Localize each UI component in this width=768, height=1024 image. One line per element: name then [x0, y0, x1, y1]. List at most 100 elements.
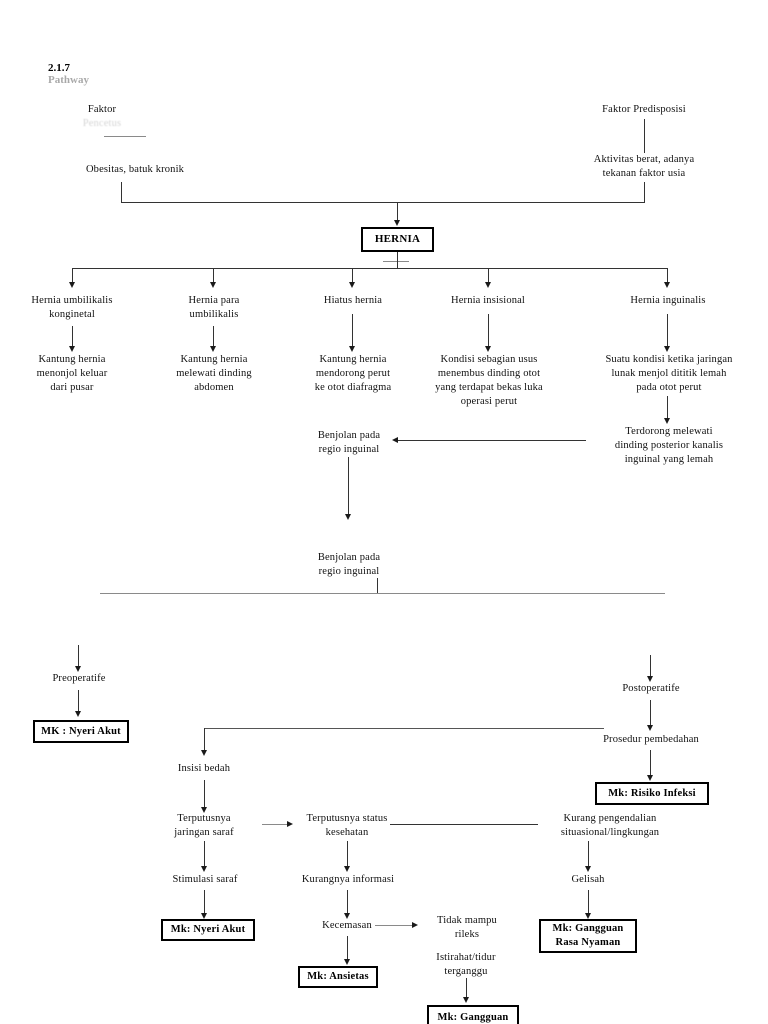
- arrowhead-pre-nyeri: [74, 711, 81, 717]
- connector-para-umbilikalis-down: [213, 326, 214, 348]
- connector-predisposisi-down: [644, 119, 645, 153]
- box-mk-gangguan-rasa-nyaman: Mk: Gangguan Rasa Nyaman: [539, 919, 637, 953]
- node-kantung-mendorong: Kantung hernia mendorong perut ke otot d…: [314, 354, 392, 393]
- node-hernia-insisional: Hernia insisional: [451, 295, 525, 306]
- connector-terdorong-to-benjolan: [398, 440, 586, 441]
- connector-postoperatife-down: [650, 655, 651, 679]
- node-kurang-pengendalian: Kurang pengendalian situasional/lingkung…: [560, 813, 660, 838]
- connector-informasi-to-kecemasan: [347, 890, 348, 916]
- box-mk-risiko-infeksi: Mk: Risiko Infeksi: [595, 782, 709, 805]
- arrowhead-hiatus-2: [348, 346, 355, 352]
- connector-post-to-prosedur: [650, 700, 651, 728]
- arrowhead-inguinalis-3: [663, 418, 670, 424]
- arrowhead-rasa-nyaman: [584, 913, 591, 919]
- arrowhead-postoperatife: [646, 676, 653, 682]
- arrowhead-nyeri-akut-post: [200, 913, 207, 919]
- arrowhead-ansietas: [343, 959, 350, 965]
- arrowhead-mk-gangguan: [462, 997, 469, 1003]
- connector-prosedur-to-insisi: [204, 728, 604, 729]
- arrowhead-benjolan-1: [392, 436, 398, 443]
- node-kantung-menonjol: Kantung hernia menonjol keluar dari pusa…: [36, 354, 108, 393]
- node-hiatus-hernia: Hiatus hernia: [323, 295, 383, 306]
- arrowhead-prosedur: [646, 725, 653, 731]
- arrowhead-status-kesehatan: [287, 820, 293, 827]
- node-hernia-umbilikalis: Hernia umbilikalis konginetal: [31, 295, 113, 320]
- connector-insisi-drop: [204, 728, 205, 752]
- node-prosedur-pembedahan: Prosedur pembedahan: [603, 734, 699, 745]
- arrowhead-benjolan-2: [344, 514, 351, 520]
- box-hernia: HERNIA: [361, 227, 434, 252]
- arrowhead-kecemasan: [343, 913, 350, 919]
- node-aktivitas-berat: Aktivitas berat, adanya tekanan faktor u…: [593, 154, 695, 179]
- connector-insisional-down: [488, 314, 489, 348]
- node-hernia-inguinalis: Hernia inguinalis: [630, 295, 706, 306]
- node-suatu-kondisi-jaringan: Suatu kondisi ketika jaringan lunak menj…: [605, 354, 733, 393]
- node-faktor-pencetus-clipped: Pencetus: [82, 118, 122, 129]
- arrowhead-kurangnya-informasi: [343, 866, 350, 872]
- arrowhead-umbilikalis: [68, 282, 75, 288]
- connector-branch-inguinalis: [667, 268, 668, 284]
- arrowhead-stimulasi-saraf: [200, 866, 207, 872]
- arrowhead-para-umbilikalis: [209, 282, 216, 288]
- connector-gelisah-to-nyaman: [588, 890, 589, 916]
- connector-jaringan-to-stimulasi: [204, 841, 205, 869]
- node-hernia-para-umbilikalis: Hernia para umbilikalis: [188, 295, 240, 320]
- node-gelisah: Gelisah: [571, 874, 605, 885]
- box-mk-ansietas: Mk: Ansietas: [298, 966, 378, 988]
- connector-factor-bus: [121, 202, 645, 203]
- connector-status-to-informasi: [347, 841, 348, 869]
- connector-preoperatife-down: [78, 645, 79, 669]
- connector-stimulasi-to-nyeri: [204, 890, 205, 916]
- connector-istirahat-to-gangguan: [466, 978, 467, 1000]
- arrowhead-para-umbilikalis-2: [209, 346, 216, 352]
- connector-pengendalian-to-gelisah: [588, 841, 589, 869]
- arrowhead-insisional: [484, 282, 491, 288]
- node-kantung-melewati: Kantung hernia melewati dinding abdomen: [176, 354, 252, 393]
- section-number: 2.1.7: [48, 62, 70, 74]
- arrowhead-umbilikalis-2: [68, 346, 75, 352]
- node-terputusnya-status-kesehatan: Terputusnya status kesehatan: [306, 813, 388, 838]
- connector-inguinalis-down: [667, 314, 668, 348]
- connector-kecemasan-to-rileks: [375, 925, 413, 926]
- node-postoperatife: Postoperatife: [622, 683, 680, 694]
- arrowhead-preoperatife: [74, 666, 81, 672]
- node-insisi-bedah: Insisi bedah: [177, 763, 231, 774]
- node-benjolan-2: Benjolan pada regio inguinal: [317, 552, 381, 577]
- connector-bus-to-hernia: [397, 202, 398, 223]
- arrowhead-tidak-mampu-rileks: [412, 921, 418, 928]
- arrowhead-inguinalis: [663, 282, 670, 288]
- connector-hernia-stub: [383, 261, 409, 262]
- connector-inguinalis-down-3: [667, 396, 668, 420]
- connector-insisi-to-jaringan: [204, 780, 205, 810]
- node-kondisi-sebagian-usus: Kondisi sebagian usus menembus dinding o…: [435, 354, 543, 407]
- node-stimulasi-saraf: Stimulasi saraf: [172, 874, 238, 885]
- connector-kecemasan-to-ansietas: [347, 936, 348, 962]
- arrowhead-insisional-2: [484, 346, 491, 352]
- node-terdorong-melewati: Terdorong melewati dinding posterior kan…: [614, 426, 724, 465]
- node-obesitas-batuk-kronik: Obesitas, batuk kronik: [85, 164, 185, 175]
- connector-types-bus: [72, 268, 668, 269]
- node-preoperatife: Preoperatife: [52, 673, 106, 684]
- connector-status-to-pengendalian: [390, 824, 538, 825]
- arrowhead-hiatus: [348, 282, 355, 288]
- box-mk-nyeri-akut-post: Mk: Nyeri Akut: [161, 919, 255, 941]
- connector-operative-bus: [100, 593, 665, 594]
- arrowhead-insisi-bedah: [200, 750, 207, 756]
- connector-jaringan-to-status: [262, 824, 288, 825]
- arrowhead-gelisah: [584, 866, 591, 872]
- arrowhead-to-hernia: [393, 220, 400, 226]
- connector-branch-hiatus: [352, 268, 353, 284]
- connector-hernia-down: [397, 252, 398, 268]
- node-istirahat-tidur-terganggu: Istirahat/tidur terganggu: [436, 952, 496, 977]
- connector-benjolan-2-down: [377, 578, 378, 594]
- connector-benjolan-1-down: [348, 457, 349, 517]
- connector-umbilikalis-down: [72, 326, 73, 348]
- node-kurangnya-informasi: Kurangnya informasi: [301, 874, 395, 885]
- arrowhead-risiko-infeksi: [646, 775, 653, 781]
- node-kecemasan: Kecemasan: [322, 920, 372, 931]
- connector-right-factor-drop: [644, 182, 645, 203]
- connector-hiatus-down: [352, 314, 353, 348]
- node-faktor-predisposisi: Faktor Predisposisi: [602, 104, 686, 115]
- connector-pre-to-nyeri: [78, 690, 79, 714]
